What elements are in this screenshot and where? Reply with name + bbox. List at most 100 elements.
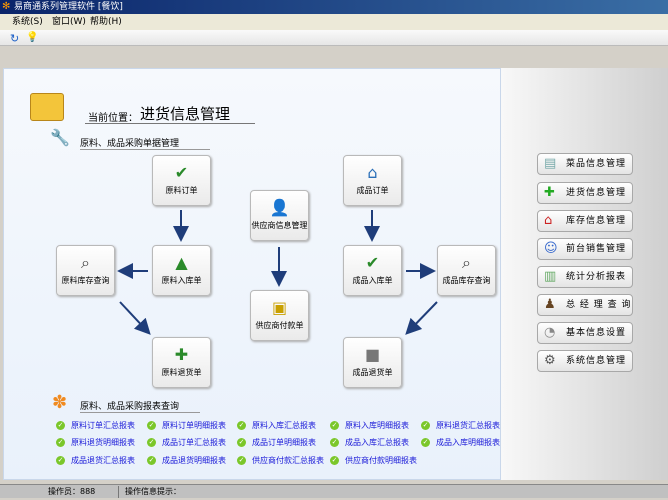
product-order-button[interactable]: ⌂ 成品订单 (343, 155, 402, 206)
report-link[interactable]: ✓ 供应商付款汇总报表 (237, 455, 324, 466)
gear-icon: ⚙ (544, 353, 557, 368)
report-link[interactable]: ✓成品订单明细报表 (237, 437, 316, 448)
label: 统计分析报表 (566, 272, 627, 282)
report-link[interactable]: ✓原料订单汇总报表 (56, 420, 135, 431)
report-link[interactable]: ✓ 成品订单汇总报表 (147, 437, 226, 448)
check-icon: ✓ (147, 456, 156, 465)
menu-window[interactable]: 窗口(W) (52, 17, 86, 27)
label: 原料入库单 (161, 276, 202, 285)
section-reports-title: 原料、成品采购报表查询 (80, 402, 180, 412)
nav-stock-info[interactable]: ⌂库存信息管理 (537, 210, 633, 232)
house-icon: ⌂ (544, 213, 554, 228)
raw-stock-query-button[interactable]: ⌕原料库存查询 (56, 245, 115, 296)
settings-icon: ◔ (544, 325, 557, 340)
section-documents-title: 原料、成品采购单据管理 (80, 139, 180, 149)
nav-dish-info[interactable]: ▤菜品信息管理 (537, 153, 633, 175)
report-link[interactable]: ✓原料退货汇总报表 (421, 420, 500, 431)
label: 成品库存查询 (442, 276, 491, 285)
nav-front-sales[interactable]: ☺ 前台销售管理 (537, 238, 633, 260)
bar-chart-icon: ▥ (544, 269, 558, 284)
tip-bulb-icon[interactable]: 💡 (26, 32, 39, 43)
person-icon: 👤 (269, 198, 290, 217)
label: 前台销售管理 (566, 244, 627, 254)
report-label: 原料退货汇总报表 (436, 421, 500, 430)
report-link[interactable]: ✓ 成品退货明细报表 (147, 455, 226, 466)
report-link[interactable]: ✓原料入库汇总报表 (237, 420, 316, 431)
cashier-icon: ☺ (544, 241, 559, 256)
report-link[interactable]: ✓供应商付款明细报表 (330, 455, 417, 466)
report-label: 原料订单明细报表 (162, 421, 226, 430)
toolbar: ↻ 💡 (0, 30, 668, 46)
report-label: 原料入库汇总报表 (252, 421, 316, 430)
hint-status: 操作信息提示： (125, 487, 181, 496)
search-icon: ⌕ (462, 253, 471, 272)
check-icon: ✓ (147, 438, 156, 447)
report-label: 成品入库汇总报表 (345, 438, 409, 447)
return-icon: ✚ (174, 345, 189, 364)
raw-return-button[interactable]: ✚ 原料退货单 (152, 337, 211, 388)
check-icon: ✓ (147, 421, 156, 430)
manager-icon: ♟ (544, 297, 557, 312)
product-return-button[interactable]: ■成品退货单 (343, 337, 402, 388)
nav-purchase-info[interactable]: ✚ 进货信息管理 (537, 182, 633, 204)
label: 成品订单 (356, 186, 389, 195)
report-label: 成品退货汇总报表 (71, 456, 135, 465)
menu-help[interactable]: 帮助(H) (90, 17, 122, 27)
report-link[interactable]: ✓原料退货明细报表 (56, 437, 135, 448)
label: 系统信息管理 (566, 356, 627, 366)
nav-basic-settings[interactable]: ◔ 基本信息设置 (537, 322, 633, 344)
product-stock-query-button[interactable]: ⌕ 成品库存查询 (437, 245, 496, 296)
report-link[interactable]: ✓ 成品退货汇总报表 (56, 455, 135, 466)
check-icon: ✓ (237, 456, 246, 465)
add-box-icon: ✚ (544, 185, 556, 200)
label: 成品入库单 (352, 276, 393, 285)
order-icon: ⌂ (367, 163, 378, 182)
main-panel (3, 68, 501, 480)
check-icon: ✓ (421, 438, 430, 447)
check-icon: ✓ (330, 438, 339, 447)
supplier-payment-button[interactable]: ▣供应商付款单 (250, 290, 309, 341)
report-label: 成品订单明细报表 (252, 438, 316, 447)
divider (80, 149, 210, 150)
label: 原料退货单 (161, 368, 202, 377)
report-label: 供应商付款汇总报表 (252, 456, 324, 465)
title-bar: ✻易商通系列管理软件 [餐饮] (0, 0, 668, 14)
check-icon: ✓ (330, 421, 339, 430)
report-label: 成品订单汇总报表 (162, 438, 226, 447)
operator-status: 操作员：888 (48, 487, 96, 496)
folder-icon (30, 93, 64, 121)
report-label: 原料入库明细报表 (345, 421, 409, 430)
menu-system[interactable]: 系统(S) (12, 17, 43, 27)
raw-order-button[interactable]: ✔ 原料订单 (152, 155, 211, 206)
label: 原料库存查询 (61, 276, 110, 285)
page-title: 进货信息管理 (140, 105, 231, 123)
nav-system-info[interactable]: ⚙ 系统信息管理 (537, 350, 633, 372)
refresh-icon[interactable]: ↻ (10, 32, 20, 45)
label: 成品退货单 (352, 368, 393, 377)
report-label: 成品退货明细报表 (162, 456, 226, 465)
report-label: 原料订单汇总报表 (71, 421, 135, 430)
menu-bar: 系统(S) 窗口(W) 帮助(H) (0, 14, 668, 30)
report-link[interactable]: ✓ 原料入库明细报表 (330, 420, 409, 431)
label: 基本信息设置 (566, 328, 627, 338)
label: 原料订单 (165, 186, 198, 195)
check-document-icon: ✔ (365, 253, 380, 272)
label: 进货信息管理 (566, 188, 627, 198)
inbound-icon: ▲ (175, 253, 188, 272)
report-link[interactable]: ✓成品入库明细报表 (421, 437, 500, 448)
status-bar: 操作员：888 操作信息提示： (0, 484, 668, 498)
report-link[interactable]: ✓ 成品入库汇总报表 (330, 437, 409, 448)
label: 总 经 理 查 询 (566, 300, 632, 310)
order-icon: ✔ (174, 163, 189, 182)
check-icon: ✓ (330, 456, 339, 465)
product-inbound-button[interactable]: ✔ 成品入库单 (343, 245, 402, 296)
supplier-info-button[interactable]: 👤供应商信息管理 (250, 190, 309, 241)
report-label: 原料退货明细报表 (71, 438, 135, 447)
check-icon: ✓ (56, 456, 65, 465)
cash-register-icon: ▣ (271, 298, 288, 317)
nav-manager-query[interactable]: ♟ 总 经 理 查 询 (537, 294, 633, 316)
raw-inbound-button[interactable]: ▲ 原料入库单 (152, 245, 211, 296)
report-link[interactable]: ✓ 原料订单明细报表 (147, 420, 226, 431)
nav-statistics[interactable]: ▥ 统计分析报表 (537, 266, 633, 288)
